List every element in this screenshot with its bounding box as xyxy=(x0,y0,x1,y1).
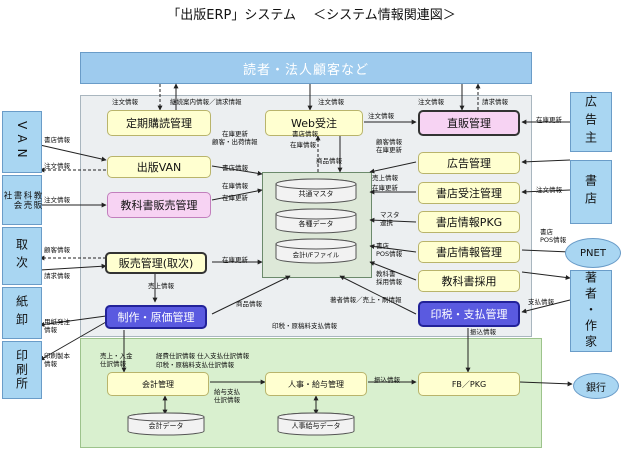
label: 請求情報 xyxy=(482,98,508,106)
van-box: 出版VAN xyxy=(107,156,211,178)
label: 給与支払 仕訳情報 xyxy=(214,388,240,404)
label: 顧客・出荷情報 xyxy=(212,138,258,146)
seisaku-box: 制作・原価管理 xyxy=(105,305,207,329)
label: 書店 POS情報 xyxy=(540,228,567,244)
db-cylinders xyxy=(275,178,357,264)
label: 顧客情報 在庫更新 xyxy=(376,138,402,154)
label: 注文情報 xyxy=(112,98,138,106)
pkg-box: 書店情報PKG xyxy=(418,211,520,233)
label: 振込情報 xyxy=(470,328,496,336)
label: 教科書 採用情報 xyxy=(376,270,402,286)
db-jinji-cyl xyxy=(277,412,355,436)
insatsusho-side: 印刷所 xyxy=(2,341,42,399)
customer-band: 読者・法人顧客など xyxy=(80,52,532,84)
kaikei-box: 会計管理 xyxy=(107,372,209,396)
label: 書店情報 xyxy=(44,136,70,144)
shoten-joho-box: 書店情報管理 xyxy=(418,241,520,263)
db-if: 会計I/Fファイル xyxy=(292,251,340,259)
kyohan-side: 教販 科売 書会 社 xyxy=(2,175,42,225)
label: 印刷製本 情報 xyxy=(44,352,70,368)
koukoku-box: 広告管理 xyxy=(418,152,520,174)
label: 在庫情報 xyxy=(222,182,248,190)
label: 書店情報 xyxy=(292,130,318,138)
kamioroshi-side: 紙卸 xyxy=(2,287,42,339)
label: 注文情報 xyxy=(418,98,444,106)
label: 注文情報 xyxy=(318,98,344,106)
label: 商品情報 xyxy=(236,300,262,308)
label: 注文情報 xyxy=(368,112,394,120)
db-kaikei-data: 会計データ xyxy=(148,422,184,430)
label: 在庫更新 xyxy=(222,130,248,138)
label: 経費仕訳情報 仕入支払仕訳情報 xyxy=(156,352,250,360)
label: 注文情報 xyxy=(44,162,70,170)
label: 書店情報 xyxy=(222,164,248,172)
label: 印税・原稿料支払情報 xyxy=(272,322,337,330)
inzei-box: 印税・支払管理 xyxy=(418,301,520,327)
label: 在庫更新 xyxy=(536,116,562,124)
label: 在庫更新 xyxy=(222,256,248,264)
shoten-juchu-box: 書店受注管理 xyxy=(418,182,520,204)
teiki-box: 定期購読管理 xyxy=(107,110,211,136)
author-side: 著者・作家 xyxy=(570,270,612,352)
label: 売上情報 xyxy=(372,174,398,182)
label: 継続案内情報／請求情報 xyxy=(170,98,242,106)
label: 書店 POS情報 xyxy=(376,242,403,258)
label: 著者情報／売上・刷情報 xyxy=(330,296,402,304)
bookstore-side: 書店 xyxy=(570,160,612,224)
label: 用紙発注 情報 xyxy=(44,318,70,334)
label: 売上・入金 仕訳情報 xyxy=(100,352,133,368)
db-accounting-cyl xyxy=(127,412,205,436)
db-jinji-data: 人事給与データ xyxy=(291,422,341,430)
db-master: 共通マスタ xyxy=(298,190,334,198)
label: 顧客情報 xyxy=(44,246,70,254)
label: マスタ 連携 xyxy=(380,211,400,227)
chokuhan-box: 直販管理 xyxy=(418,110,520,136)
label: 在庫更新 xyxy=(222,194,248,202)
label: 在庫情報 xyxy=(290,141,316,149)
label: 振込情報 xyxy=(374,376,400,384)
advertiser-side: 広告主 xyxy=(570,92,612,152)
web-box: Web受注 xyxy=(265,110,363,136)
diagram-title: 「出版ERP」システム ＜システム情報関連図＞ xyxy=(167,8,456,23)
label: 注文情報 xyxy=(536,186,562,194)
label: 注文情報 xyxy=(44,196,70,204)
bank-ellipse: 銀行 xyxy=(573,373,619,399)
label: 印税・原稿料支払仕訳情報 xyxy=(156,361,234,369)
fb-box: FB／PKG xyxy=(418,372,520,396)
db-kakushu: 各種データ xyxy=(298,220,334,228)
label: 在庫更新 xyxy=(372,184,398,192)
hanbai-box: 販売管理(取次) xyxy=(105,252,207,274)
label: 請求情報 xyxy=(44,272,70,280)
van-side: VAN xyxy=(2,111,42,173)
kyokasho-saiyo-box: 教科書採用 xyxy=(418,270,520,292)
label: 売上情報 xyxy=(148,282,174,290)
pnet-ellipse: PNET xyxy=(565,238,621,268)
label: 商品情報 xyxy=(316,157,342,165)
jinji-box: 人事・給与管理 xyxy=(265,372,367,396)
kyokasho-hanbai-box: 教科書販売管理 xyxy=(107,192,211,218)
toritsugi-side: 取次 xyxy=(2,227,42,285)
label: 支払情報 xyxy=(528,298,554,306)
